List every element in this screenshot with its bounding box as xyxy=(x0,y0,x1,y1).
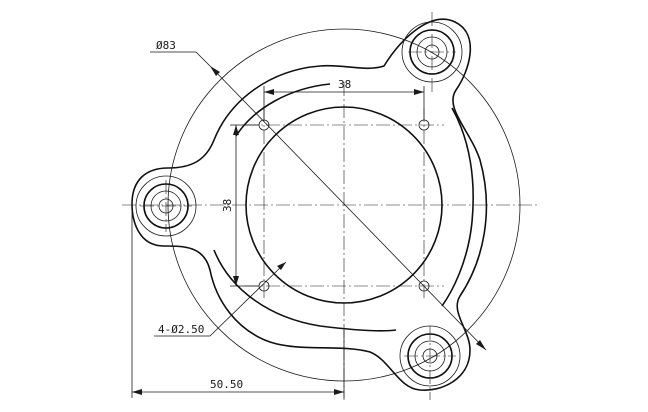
lobe-top-right xyxy=(401,12,463,92)
inner-ring-edge-left xyxy=(235,83,331,137)
diameter-line xyxy=(209,65,487,351)
diameter-arrow-end xyxy=(476,340,486,350)
dim-50-arrow-right xyxy=(334,389,344,395)
label-hole-spacing-vertical: 38 xyxy=(221,199,234,212)
dim-50-arrow-left xyxy=(132,389,142,395)
inner-ring-edge-bottom xyxy=(213,249,397,332)
dim-38-v-arrow-top xyxy=(233,125,239,135)
dim-38-h-arrow-right xyxy=(414,89,424,95)
small-holes-leader xyxy=(154,261,287,337)
lobe-left xyxy=(135,175,197,237)
small-holes-arrow xyxy=(277,262,286,270)
lobe-bottom-right xyxy=(399,325,461,400)
label-small-holes: 4-Ø2.50 xyxy=(158,323,204,336)
diameter-arrow-start xyxy=(210,66,220,76)
dim-38-v-arrow-bottom xyxy=(233,276,239,286)
label-offset-distance: 50.50 xyxy=(210,378,243,391)
small-hole-bottom-right xyxy=(418,280,430,292)
dim-38-h-arrow-left xyxy=(264,89,274,95)
diameter-leader xyxy=(150,51,211,67)
label-overall-diameter: Ø83 xyxy=(156,39,176,52)
inner-ring-edge xyxy=(441,107,474,307)
label-hole-spacing-horizontal: 38 xyxy=(338,78,351,91)
